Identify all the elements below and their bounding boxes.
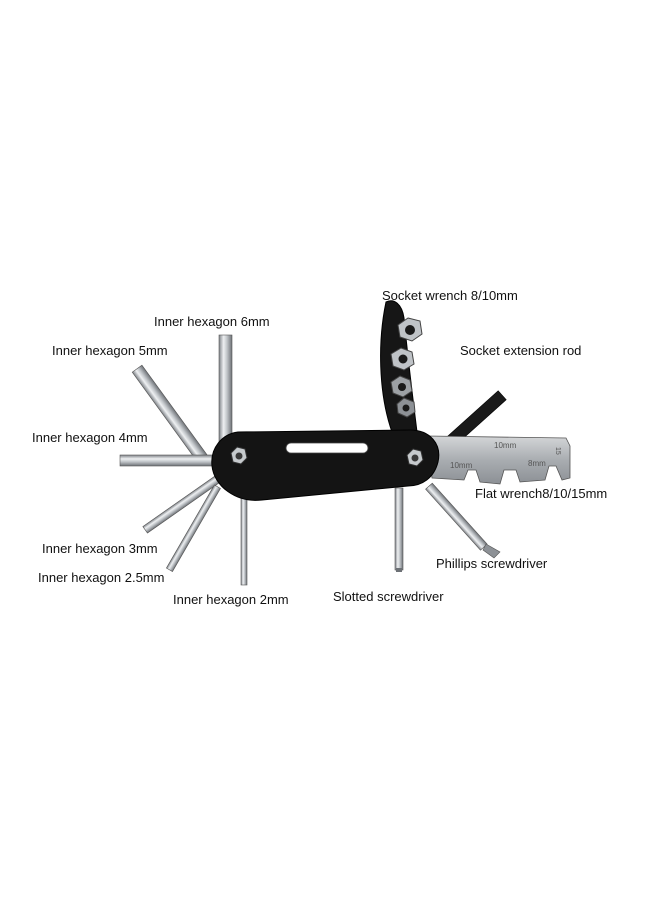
label-flat-wrench: Flat wrench8/10/15mm [475, 486, 608, 501]
label-inner-hexagon-2mm: Inner hexagon 2mm [173, 592, 289, 607]
label-socket-wrench: Socket wrench 8/10mm [382, 288, 518, 303]
right-bolt-icon [406, 448, 424, 467]
flat-wrench-mark-3: 8mm [528, 459, 546, 468]
label-inner-hexagon-6mm: Inner hexagon 6mm [154, 314, 270, 329]
label-phillips-screwdriver: Phillips screwdriver [436, 556, 548, 571]
hex-key-5mm [131, 364, 209, 464]
flat-wrench-mark-4: 15 [554, 447, 561, 455]
label-inner-hexagon-4mm: Inner hexagon 4mm [32, 430, 148, 445]
flat-wrench-mark-1: 10mm [494, 441, 517, 450]
label-inner-hexagon-5mm: Inner hexagon 5mm [52, 343, 168, 358]
body-slot [285, 442, 369, 454]
socket-wrench-hex-nuts [390, 317, 423, 418]
label-slotted-screwdriver: Slotted screwdriver [333, 589, 444, 604]
slotted-screwdriver [394, 487, 404, 571]
label-socket-extension-rod: Socket extension rod [460, 343, 582, 358]
tool-body [211, 429, 440, 501]
flat-wrench-mark-2: 10mm [450, 461, 473, 470]
slotted-screwdriver-tip [396, 568, 402, 572]
hex-key-2-5mm [165, 484, 221, 572]
label-inner-hexagon-3mm: Inner hexagon 3mm [42, 541, 158, 556]
label-inner-hexagon-2-5mm: Inner hexagon 2.5mm [38, 570, 165, 585]
left-bolt-icon [230, 446, 248, 465]
flat-wrench [427, 435, 571, 485]
phillips-screwdriver-tip [482, 543, 501, 559]
phillips-screwdriver [425, 482, 488, 551]
